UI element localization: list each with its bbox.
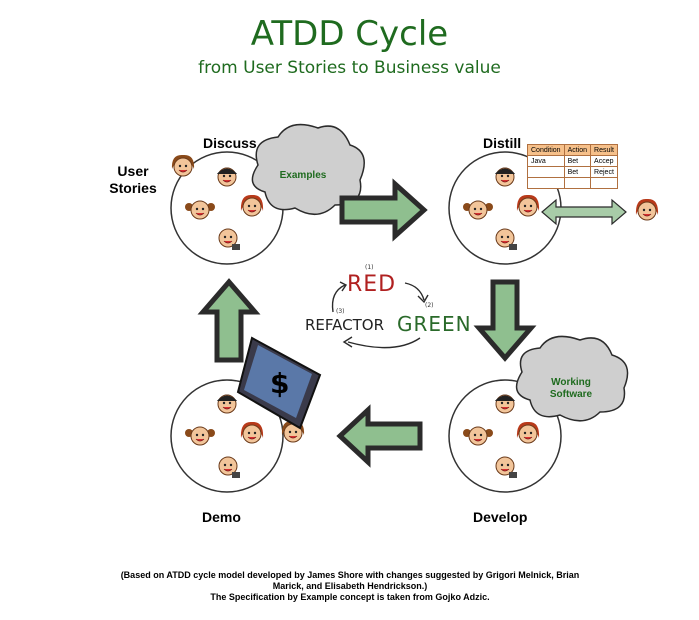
- stage-label-demo: Demo: [202, 509, 241, 525]
- rules-cell: [590, 177, 618, 189]
- tdd-step-1: (1): [365, 264, 374, 271]
- acceptance-rules-table: Condition Action Result Java Bet Accep B…: [527, 144, 618, 189]
- footnote-line-2: Marick, and Elisabeth Hendrickson.): [272, 581, 428, 591]
- stage-label-discuss: Discuss: [203, 135, 257, 151]
- dollar-sign: $: [270, 367, 290, 400]
- tdd-refactor-label: REFACTOR: [305, 316, 385, 334]
- diagram-title: ATDD Cycle: [250, 14, 449, 54]
- demo-circle: [170, 379, 284, 493]
- customer-person-icon: [636, 199, 658, 220]
- cloud-label-examples: Examples: [279, 170, 327, 181]
- rules-header-action: Action: [563, 144, 592, 156]
- rules-cell: Bet: [563, 155, 592, 167]
- stage-label-develop: Develop: [473, 509, 528, 525]
- arrow-develop-to-demo: [336, 404, 423, 468]
- rules-cell: Reject: [590, 166, 618, 178]
- arrow-distill-to-develop: [473, 279, 537, 362]
- rules-cell: [527, 166, 565, 178]
- rules-cell: Java: [527, 155, 565, 167]
- rules-cell: Bet: [563, 166, 592, 178]
- diagram-subtitle: from User Stories to Business value: [198, 58, 501, 78]
- arrow-discuss-to-distill: [339, 178, 428, 242]
- tdd-red-label: RED: [347, 272, 397, 297]
- stage-label-user-stories: User Stories: [109, 163, 157, 196]
- tdd-green-label: GREEN: [397, 312, 472, 336]
- stage-label-distill: Distill: [483, 135, 522, 151]
- rules-header-condition: Condition: [527, 144, 565, 156]
- tdd-cycle-arrows: [331, 281, 429, 349]
- rules-cell: [563, 177, 592, 189]
- cloud-label-working-software: Working Software: [549, 377, 593, 400]
- tdd-step-3: (3): [336, 308, 345, 315]
- working-software-cloud: [515, 335, 629, 422]
- arrow-demo-to-discuss: [197, 278, 261, 363]
- rules-cell: [527, 177, 565, 189]
- rules-header-result: Result: [590, 144, 618, 156]
- footnote-line-1: (Based on ATDD cycle model developed by …: [120, 570, 580, 580]
- tdd-step-2: (2): [425, 302, 434, 309]
- laptop-icon: [236, 336, 322, 430]
- footnote-line-3: The Specification by Example concept is …: [210, 592, 490, 602]
- footnote: (Based on ATDD cycle model developed by …: [70, 570, 630, 603]
- examples-cloud: [251, 123, 365, 215]
- collaboration-double-arrow: [541, 198, 627, 226]
- rules-cell: Accep: [590, 155, 618, 167]
